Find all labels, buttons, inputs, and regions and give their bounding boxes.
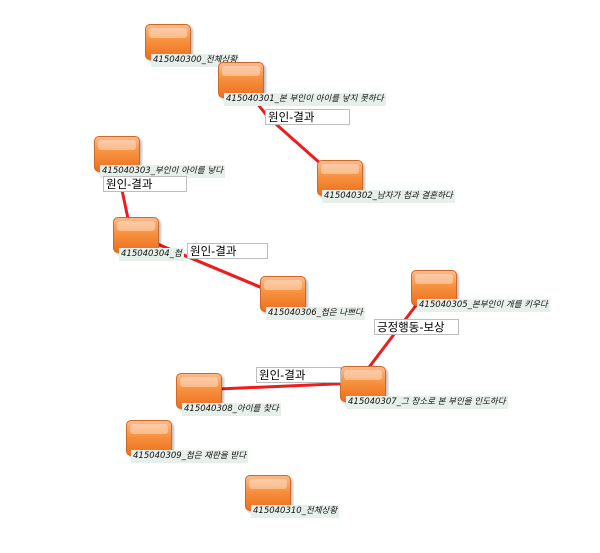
node-label: 415040309_첩은 재판을 받다: [131, 450, 249, 463]
node-label: 415040300_전체상황: [151, 54, 240, 67]
node-n301[interactable]: [218, 62, 264, 98]
edge-label: 원인-결과: [265, 109, 350, 125]
edge-label: 원인-결과: [187, 243, 268, 259]
node-label: 415040306_첩은 나쁘다: [266, 307, 365, 320]
edge-label: 원인-결과: [256, 367, 341, 383]
node-label: 415040304_첩: [119, 248, 184, 261]
node-label: 415040302_남자가 첩과 결혼하다: [322, 190, 455, 203]
node-label: 415040305_본부인이 개를 키우다: [417, 299, 550, 312]
node-label: 415040307_그 장소로 본 부인을 인도하다: [346, 396, 508, 409]
node-n304[interactable]: [113, 217, 159, 253]
node-label: 415040303_부인이 아이를 낳다: [100, 165, 225, 178]
node-label: 415040308_아이를 찾다: [182, 403, 281, 416]
node-box[interactable]: [113, 217, 159, 253]
node-label: 415040310_전체상황: [251, 505, 340, 518]
node-label: 415040301_본 부인이 아이를 낳지 못하다: [224, 93, 386, 106]
edge-label: 원인-결과: [103, 176, 187, 192]
edge-n307-n308[interactable]: [195, 381, 358, 392]
node-box[interactable]: [218, 62, 264, 98]
edge-label: 긍정행동-보상: [374, 319, 459, 335]
